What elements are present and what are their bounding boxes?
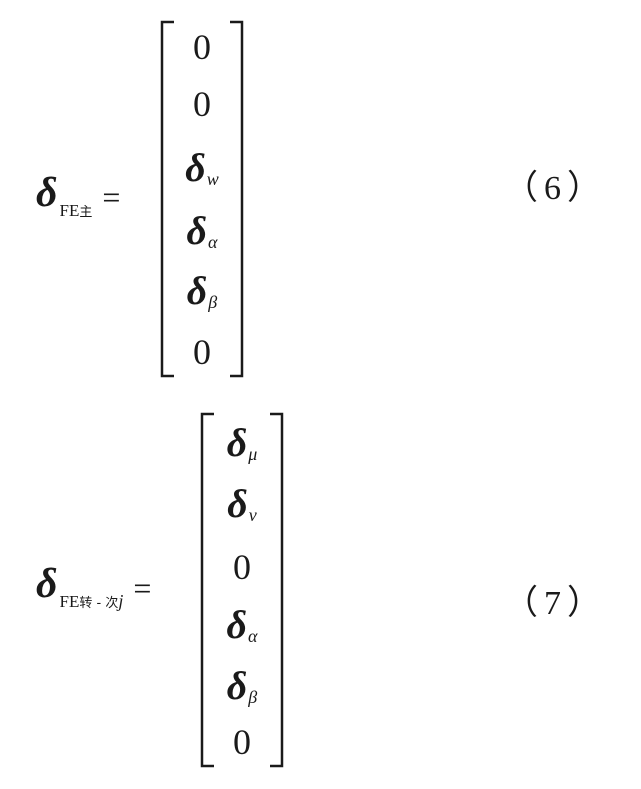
entry-subscript: β <box>248 687 258 707</box>
entry-subscript: ν <box>248 505 257 525</box>
entry-delta: δ <box>226 601 248 647</box>
matrix-brackets <box>200 412 284 768</box>
matrix-entry: 0 <box>200 538 284 595</box>
lhs-subscript-index: j <box>118 591 124 611</box>
lhs-delta-symbol: δ <box>36 170 58 216</box>
lhs-subscript-latin: FE <box>59 201 80 220</box>
lhs-subscript: FE转 - 次j <box>60 591 124 612</box>
lhs-subscript: FE主 <box>60 200 93 221</box>
matrix-entry: 0 <box>160 323 244 380</box>
entry-delta: δ <box>186 267 208 313</box>
equals-sign: = <box>133 570 152 606</box>
lhs-delta-symbol: δ <box>36 561 58 607</box>
entry-zero: 0 <box>233 721 251 762</box>
equals-sign: = <box>102 179 121 215</box>
entry-zero: 0 <box>193 26 211 67</box>
entry-delta: δ <box>186 207 208 253</box>
entry-subscript: α <box>208 232 218 252</box>
lhs-subscript-latin: FE <box>59 592 80 611</box>
entry-zero: 0 <box>193 331 211 372</box>
entry-zero: 0 <box>193 83 211 124</box>
equation-6-lhs: δ FE主 = <box>36 170 121 220</box>
equation-number: （7） <box>504 585 607 622</box>
entry-zero: 0 <box>233 546 251 587</box>
lhs-subscript-cjk: 主 <box>79 205 93 220</box>
matrix-entry: 0 <box>160 75 244 132</box>
entry-delta: δ <box>227 480 248 526</box>
entry-subscript: μ <box>248 444 258 464</box>
entry-delta: δ <box>185 144 206 190</box>
matrix-brackets <box>160 20 244 378</box>
matrix-entry: 0 <box>160 18 244 75</box>
equation-number: （6） <box>504 170 607 207</box>
entry-delta: δ <box>226 662 248 708</box>
entry-subscript: α <box>248 626 258 646</box>
lhs-subscript-cjk: 转 - 次 <box>79 596 119 611</box>
entry-subscript: β <box>208 292 218 312</box>
entry-subscript: w <box>206 169 219 189</box>
equation-7-lhs: δ FE转 - 次j = <box>36 561 152 611</box>
matrix-entry: 0 <box>200 713 284 770</box>
entry-delta: δ <box>226 419 248 465</box>
